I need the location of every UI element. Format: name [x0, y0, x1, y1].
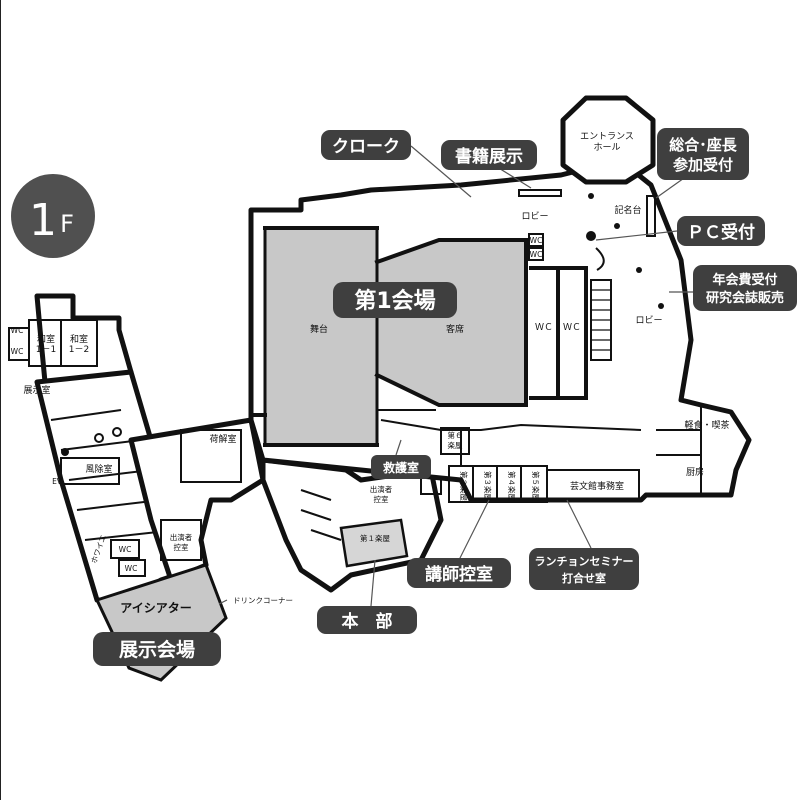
main-building: 舞台 客席 エントランス ホール ロビー 記名台 WC WC ＷＣ ＷＣ ロビー — [248, 95, 752, 503]
room-lobby-right: ロビー — [635, 315, 662, 326]
hall1-stage-area — [263, 226, 379, 447]
callout-exhibit-hall-text: 展示会場 — [119, 638, 195, 661]
room-wc-small-b: WC — [530, 250, 543, 259]
room-unloading: 荷解室 — [209, 433, 236, 445]
callout-first-aid-text: 救護室 — [383, 460, 419, 475]
callout-pc-reception: ＰＣ受付 — [677, 216, 765, 246]
callout-fee-reception-line2: 研究会誌販売 — [706, 290, 784, 306]
callout-fee-reception: 年会費受付 研究会誌販売 — [693, 265, 797, 311]
room-japanese-1-2-number: 1－2 — [69, 345, 89, 355]
room-japanese-1-1-number: 1－1 — [36, 345, 56, 355]
room-windbreak: 風除室 — [85, 463, 112, 475]
room-green-room-3: 第３楽屋 — [483, 471, 493, 501]
callout-luncheon: ランチョンセミナー 打合せ室 — [529, 548, 639, 590]
room-green-room-2: 第２楽屋 — [459, 471, 469, 501]
room-entrance-hall-a: エントランス — [580, 131, 634, 142]
callout-pc-reception-text: ＰＣ受付 — [687, 222, 755, 243]
floor-badge-circle — [11, 174, 95, 258]
floor-badge: 1 F — [11, 174, 95, 258]
room-wc-big-a: ＷＣ — [535, 323, 553, 333]
label-drink-corner: ドリンクコーナー — [233, 596, 293, 605]
room-stage: 舞台 — [310, 323, 328, 335]
callout-headquarters-text: 本 部 — [342, 611, 393, 632]
callout-hall1: 第1会場 — [333, 282, 457, 318]
room-japanese-1-1-name: 和室 — [37, 333, 55, 345]
room-wc-small-a: WC — [530, 236, 543, 245]
room-wc-left2: WC — [125, 564, 138, 573]
room-wc-left: WC — [119, 545, 132, 554]
callout-luncheon-line1: ランチョンセミナー — [535, 555, 634, 568]
callout-speaker-room: 講師控室 — [407, 558, 511, 588]
room-performer-control2-b: 控室 — [174, 542, 189, 552]
callout-book-exhibit-text: 書籍展示 — [455, 146, 523, 167]
callout-luncheon-line2: 打合せ室 — [562, 571, 606, 585]
room-wc-big-b: ＷＣ — [563, 323, 581, 333]
room-green-room-6-a: 第６ — [448, 430, 463, 440]
room-green-room-5: 第５楽屋 — [531, 471, 541, 501]
room-entrance-hall-b: ホール — [593, 142, 620, 153]
hall1-audience-area — [375, 238, 528, 407]
callout-first-aid: 救護室 — [371, 455, 431, 479]
callout-book-exhibit: 書籍展示 — [441, 140, 537, 170]
room-audience: 客席 — [446, 323, 464, 335]
center-left-block: 荷解室 出演者 控室 — [128, 417, 266, 583]
room-lobby-upper: ロビー — [521, 211, 548, 222]
stairs-lobby — [590, 279, 612, 361]
room-wc-jp-b: WC — [11, 347, 24, 356]
room-exhibition: 展示室 — [23, 384, 50, 396]
room-snack: 軽食・喫茶 — [684, 419, 729, 431]
room-performer-control2-a: 出演者 — [170, 532, 193, 542]
room-performer-control-a: 出演者 — [370, 484, 393, 494]
room-aishi-theater: アイシアター — [120, 601, 191, 615]
room-green-room-6-b: 楽屋 — [448, 440, 463, 450]
label-guestbook: 記名台 — [614, 204, 641, 216]
callout-hall1-text: 第1会場 — [354, 288, 435, 314]
room-green-room-1: 第１楽屋 — [360, 533, 390, 543]
callout-general-reception-line2: 参加受付 — [673, 156, 733, 174]
callout-headquarters: 本 部 — [317, 606, 417, 634]
floor-suffix: F — [60, 210, 74, 238]
callout-speaker-room-text: 講師控室 — [425, 564, 493, 585]
room-ev: EV — [52, 477, 63, 486]
corridor-block: 出演者 控室 第１楽屋 — [260, 457, 444, 593]
room-performer-control-b: 控室 — [374, 494, 389, 504]
room-green-room-4: 第４楽屋 — [507, 471, 517, 501]
room-wc-jp-a: WC — [11, 326, 24, 335]
room-kitchen: 厨房 — [686, 466, 704, 478]
room-japanese-1-2-name: 和室 — [70, 333, 88, 345]
room-arts-office: 芸文館事務室 — [570, 480, 624, 492]
callout-cloak: クローク — [321, 130, 411, 160]
callout-exhibit-hall: 展示会場 — [93, 632, 221, 666]
callout-general-reception: 総合･座長 参加受付 — [657, 128, 749, 180]
callout-general-reception-line1: 総合･座長 — [669, 136, 738, 154]
floor-number: 1 — [29, 195, 57, 246]
callout-fee-reception-line1: 年会費受付 — [712, 272, 777, 288]
callout-cloak-text: クローク — [332, 137, 400, 157]
